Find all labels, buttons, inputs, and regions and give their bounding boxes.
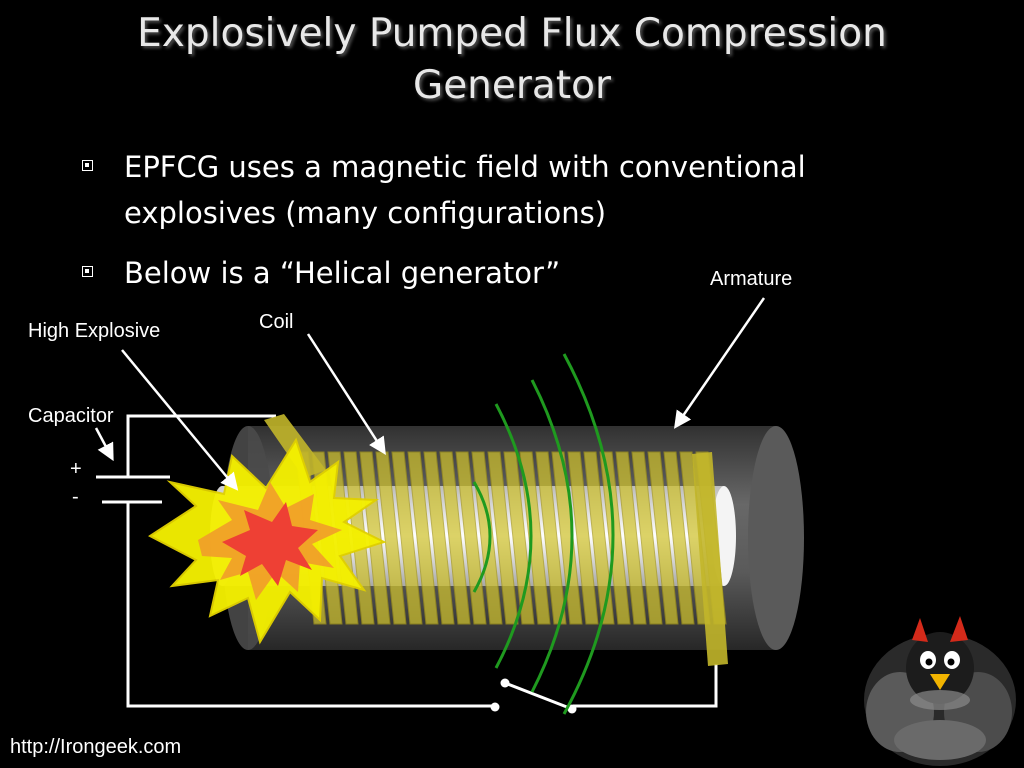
switch-terminal	[490, 702, 500, 712]
square-bullet-icon	[82, 160, 93, 171]
explosion-burst	[148, 437, 387, 645]
magnetic-field-lines	[472, 353, 615, 715]
coil-winding	[567, 451, 599, 625]
bullet-text: EPFCG uses a magnetic field with convent…	[124, 150, 806, 230]
switch-terminal	[500, 678, 510, 688]
coil-winding	[391, 451, 423, 625]
bullet-text: Below is a “Helical generator”	[124, 256, 561, 290]
bullet-list: EPFCG uses a magnetic field with convent…	[78, 144, 908, 310]
coil-winding	[439, 451, 471, 625]
coil-label: Coil	[259, 311, 293, 333]
circuit-wires	[126, 414, 718, 711]
penguin-mascot-icon	[864, 616, 1016, 766]
capacitor-label: Capacitor	[28, 405, 114, 427]
coil-winding	[407, 451, 439, 625]
coil-winding	[647, 451, 679, 625]
coil-winding	[615, 451, 647, 625]
bullet-item: Below is a “Helical generator”	[78, 250, 908, 296]
capacitor-symbol	[96, 475, 170, 504]
capacitor-plus-label: +	[70, 458, 82, 480]
coil-winding	[423, 451, 455, 625]
coil-end-lead	[692, 452, 728, 666]
coil-winding	[583, 451, 615, 625]
title-line-1: Explosively Pumped Flux Compression	[137, 11, 887, 56]
coil-winding	[663, 451, 695, 625]
coil-winding	[487, 451, 519, 625]
title-line-2: Generator	[412, 63, 612, 108]
label-arrows	[94, 297, 766, 491]
bullet-item: EPFCG uses a magnetic field with convent…	[78, 144, 908, 236]
high-explosive-label: High Explosive	[28, 320, 160, 342]
capacitor-minus-label: -	[72, 486, 79, 508]
slide-title: Explosively Pumped Flux Compression Gene…	[40, 8, 984, 112]
switch-terminal	[567, 704, 577, 714]
square-bullet-icon	[82, 266, 93, 277]
coil-winding	[535, 451, 567, 625]
armature-label: Armature	[710, 268, 792, 290]
footer-url[interactable]: http://Irongeek.com	[10, 736, 182, 758]
coil-winding	[631, 451, 663, 625]
